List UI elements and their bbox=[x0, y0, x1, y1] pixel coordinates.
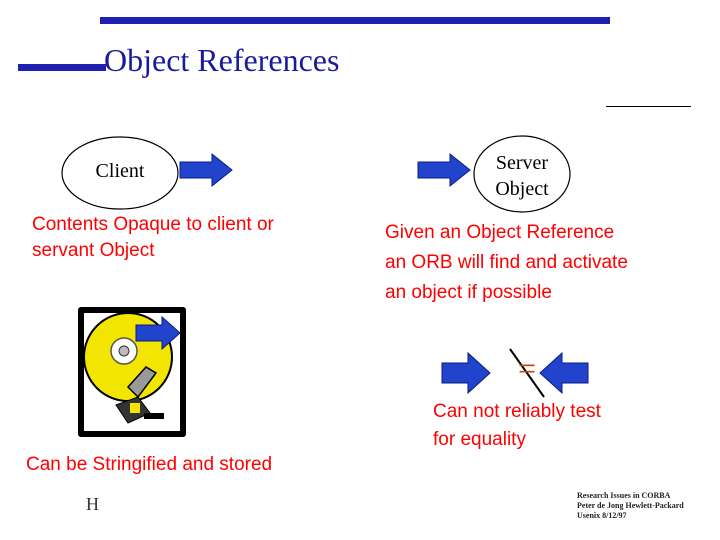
server-object-label: Server Object bbox=[472, 150, 572, 202]
footer-line3: Usenix 8/12/97 bbox=[577, 511, 684, 521]
footer-line2: Peter de Jong Hewlett-Packard bbox=[577, 501, 684, 511]
server-label-line2: Object bbox=[472, 176, 572, 202]
client-arrow-icon bbox=[178, 152, 234, 188]
server-label-line1: Server bbox=[472, 150, 572, 176]
equality-text-line1: Can not reliably test bbox=[433, 398, 601, 426]
opaque-text-line1: Contents Opaque to client or bbox=[32, 212, 274, 238]
orb-text-line2: an ORB will find and activate bbox=[385, 248, 628, 278]
footer-credits: Research Issues in CORBA Peter de Jong H… bbox=[577, 491, 684, 521]
footer-logo: H bbox=[86, 494, 99, 515]
orb-text-line1: Given an Object Reference bbox=[385, 218, 628, 248]
opaque-text: Contents Opaque to client or servant Obj… bbox=[32, 212, 274, 264]
equals-sign: = bbox=[518, 350, 536, 387]
stringified-text: Can be Stringified and stored bbox=[26, 452, 272, 478]
top-accent-bar bbox=[100, 17, 610, 24]
opaque-text-line2: servant Object bbox=[32, 238, 274, 264]
not-equal-illustration bbox=[440, 345, 590, 401]
equality-text-line2: for equality bbox=[433, 426, 601, 454]
title-accent-bar bbox=[18, 64, 106, 71]
hard-disk-icon bbox=[76, 305, 188, 439]
equality-text: Can not reliably test for equality bbox=[433, 398, 601, 454]
slide-title: Object References bbox=[104, 42, 339, 79]
orb-text: Given an Object Reference an ORB will fi… bbox=[385, 218, 628, 308]
server-arrow-icon bbox=[416, 152, 472, 188]
footer-line1: Research Issues in CORBA bbox=[577, 491, 684, 501]
orb-text-line3: an object if possible bbox=[385, 278, 628, 308]
client-label: Client bbox=[60, 160, 180, 183]
divider-line bbox=[606, 106, 691, 107]
